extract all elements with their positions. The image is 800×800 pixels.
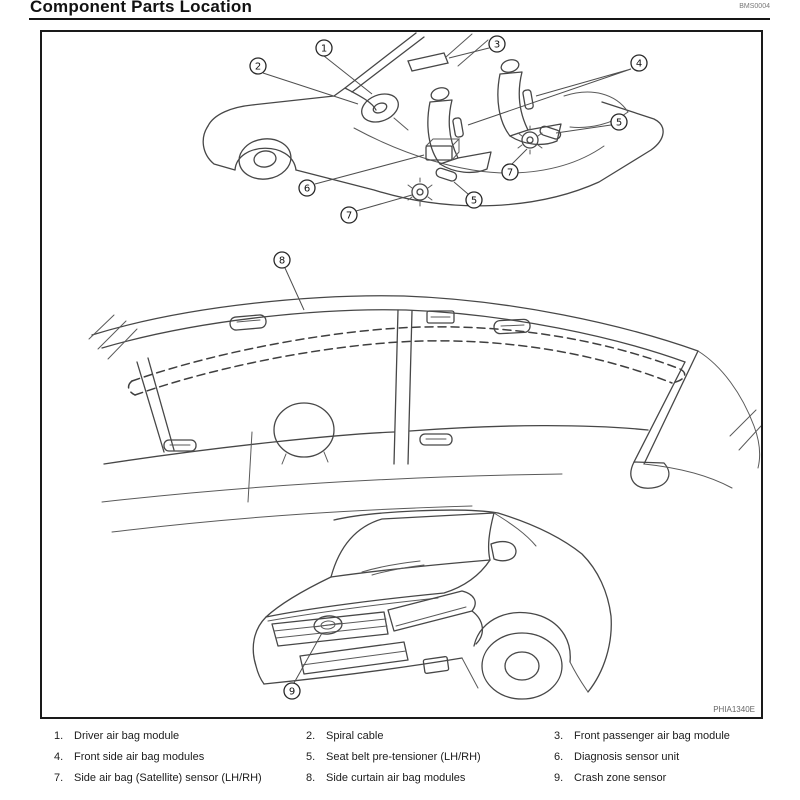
svg-text:6: 6 <box>304 184 310 195</box>
legend-item-number: 7. <box>54 771 64 784</box>
page-title: Component Parts Location <box>30 0 253 16</box>
svg-text:7: 7 <box>346 211 352 222</box>
title-underline <box>29 18 770 20</box>
legend-item-label: Seat belt pre-tensioner (LH/RH) <box>326 750 481 763</box>
svg-text:7: 7 <box>507 168 513 179</box>
steering-wheel-driver-airbag <box>361 93 409 131</box>
legend-item-label: Side curtain air bag modules <box>326 771 466 784</box>
pretensioner-lh <box>435 167 458 182</box>
svg-text:3: 3 <box>494 40 500 51</box>
brand-badge <box>313 615 343 635</box>
legend-item-9: 9. Crash zone sensor <box>542 772 764 786</box>
legend-item-label: Diagnosis sensor unit <box>574 750 680 763</box>
fog-lamp <box>422 656 450 674</box>
legend-item-label: Front side air bag modules <box>74 750 205 763</box>
legend-item-6: 6. Diagnosis sensor unit <box>542 751 764 765</box>
side-mirror <box>490 540 517 562</box>
roof-grab-handle-rear <box>229 314 267 331</box>
callout-2: 2 <box>249 57 267 75</box>
side-airbag-module-lh <box>452 117 464 138</box>
callout-1: 1 <box>315 39 333 57</box>
svg-text:5: 5 <box>616 118 622 129</box>
legend-item-number: 1. <box>54 730 64 742</box>
legend-item-number: 8. <box>306 771 316 784</box>
legend-item-3: 3. Front passenger air bag module <box>542 730 764 744</box>
callout-4: 4 <box>630 54 648 72</box>
door-handle-front <box>419 433 453 446</box>
grille <box>271 611 389 647</box>
legend-item-number: 3. <box>554 730 564 742</box>
parts-legend: 1. Driver air bag module 2. Spiral cable 3… <box>42 730 764 792</box>
figure-reference-code: PHIA1340E <box>713 705 755 714</box>
satellite-sensor-rh <box>517 125 543 155</box>
front-seat-rh <box>497 59 562 146</box>
diagnosis-sensor-unit <box>425 138 461 161</box>
legend-item-label: Side air bag (Satellite) sensor (LH/RH) <box>74 771 262 784</box>
doc-reference-code: BMS0004 <box>739 3 770 10</box>
curtain-inflator <box>426 310 455 324</box>
legend-item-2: 2. Spiral cable <box>294 730 542 744</box>
legend-item-number: 4. <box>54 750 64 763</box>
callout-7-left: 7 <box>340 206 358 224</box>
satellite-sensor-lh <box>407 177 433 207</box>
legend-item-7: 7. Side air bag (Satellite) sensor (LH/RH… <box>42 772 294 786</box>
curtain-airbag-diagram <box>88 267 761 533</box>
legend-item-5: 5. Seat belt pre-tensioner (LH/RH) <box>294 751 542 765</box>
svg-text:5: 5 <box>471 196 477 207</box>
callout-5-left: 5 <box>465 191 483 209</box>
pretensioner-rh <box>539 125 562 140</box>
front-view-diagram <box>252 509 612 700</box>
legend-item-4: 4. Front side air bag modules <box>42 751 294 765</box>
callout-8: 8 <box>273 251 291 269</box>
callout-6: 6 <box>298 179 316 197</box>
callout-7-right: 7 <box>501 163 519 181</box>
legend-item-number: 5. <box>306 750 316 763</box>
roof-grab-handle-front <box>493 318 531 335</box>
side-airbag-module-rh <box>522 89 534 110</box>
front-seat-lh <box>427 87 492 174</box>
legend-item-1: 1. Driver air bag module <box>42 730 294 744</box>
callout-5-right: 5 <box>610 113 628 131</box>
legend-item-8: 8. Side curtain air bag modules <box>294 772 542 786</box>
cutaway-interior-diagram <box>202 32 664 212</box>
legend-item-number: 2. <box>306 730 316 742</box>
callout-9: 9 <box>283 682 301 700</box>
svg-text:8: 8 <box>279 256 285 267</box>
door-handle-rear <box>163 439 197 452</box>
legend-item-label: Driver air bag module <box>74 730 180 742</box>
legend-item-number: 6. <box>554 750 564 763</box>
component-location-figure: 1 2 3 4 5 7 5 6 7 8 9 <box>88 32 761 700</box>
svg-text:2: 2 <box>255 62 261 73</box>
legend-item-label: Crash zone sensor <box>574 771 667 784</box>
svg-text:4: 4 <box>636 59 642 70</box>
svg-text:9: 9 <box>289 687 295 698</box>
svg-text:1: 1 <box>321 44 327 55</box>
callout-3: 3 <box>488 35 506 53</box>
legend-item-label: Spiral cable <box>326 730 384 742</box>
legend-item-number: 9. <box>554 771 564 784</box>
passenger-airbag-module <box>407 52 449 72</box>
legend-item-label: Front passenger air bag module <box>574 730 730 742</box>
figure-frame: 1 2 3 4 5 7 5 6 7 8 9 PHIA1340E <box>40 30 763 719</box>
headrest <box>273 402 335 458</box>
